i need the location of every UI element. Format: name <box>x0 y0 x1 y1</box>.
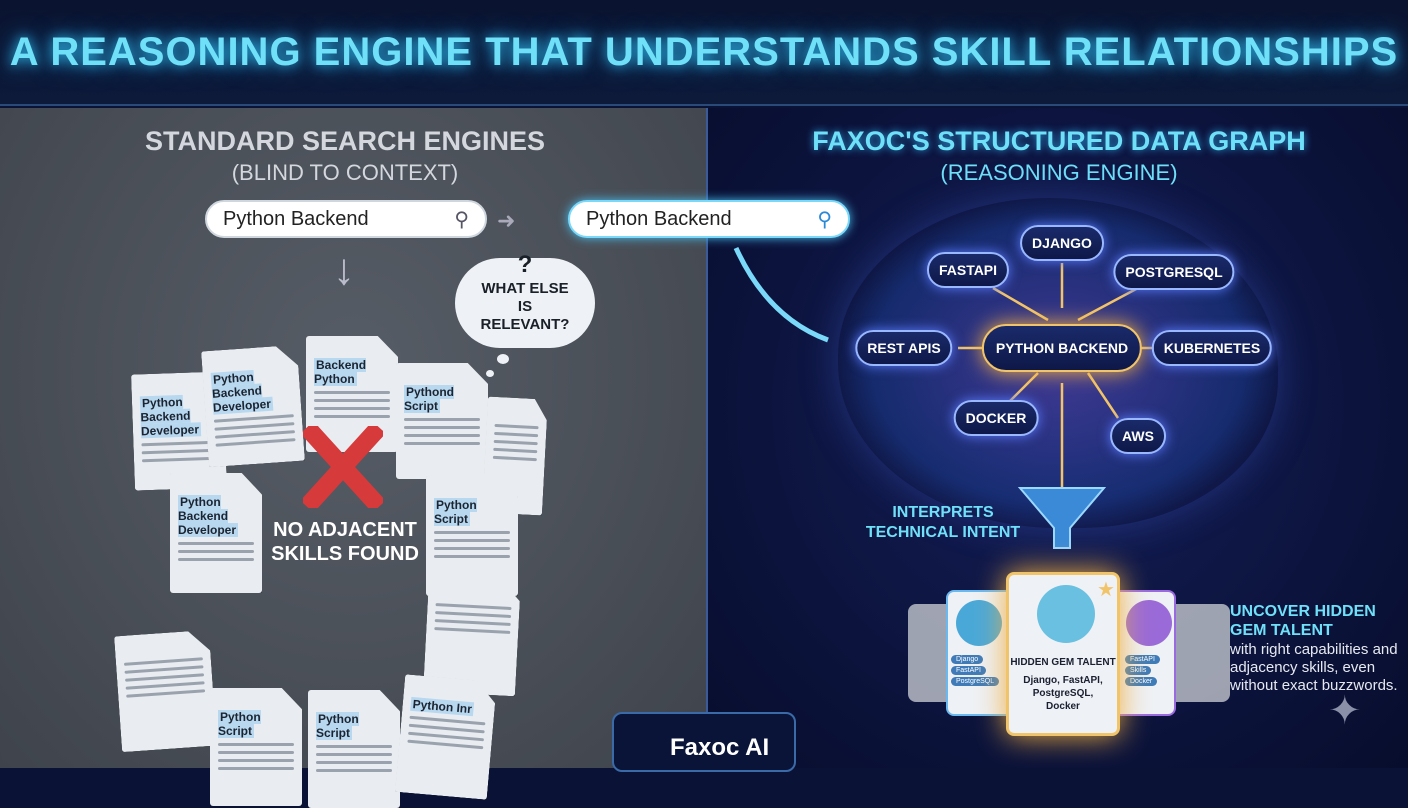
document: Python Script <box>426 476 518 596</box>
faxoc-search-input[interactable]: Python Backend ⚲ <box>568 200 850 238</box>
card-skills: Django, FastAPI, PostgreSQL, Docker <box>1023 675 1103 712</box>
candidate-card: Django FastAPI PostgreSQL <box>946 590 1016 716</box>
arrow-right-icon: ➜ <box>497 208 516 233</box>
title-banner: A REASONING ENGINE THAT UNDERSTANDS SKIL… <box>0 0 1408 106</box>
skill-pill: FastAPI <box>1125 655 1160 664</box>
star-icon: ★ <box>1097 579 1115 601</box>
standard-search-input[interactable]: Python Backend ⚲ <box>205 200 487 238</box>
skill-pill: Docker <box>1125 677 1158 686</box>
question-mark: ? <box>517 251 533 278</box>
avatar <box>1037 585 1095 643</box>
skill-pill: Django <box>951 655 984 664</box>
thought-text: WHAT ELSE IS RELEVANT? <box>480 280 570 333</box>
node-rest-apis[interactable]: REST APIS <box>855 330 953 366</box>
avatar <box>956 600 1002 646</box>
right-panel: FAXOC'S STRUCTURED DATA GRAPH (REASONING… <box>568 108 1408 768</box>
node-docker[interactable]: DOCKER <box>953 400 1039 436</box>
main-title: A REASONING ENGINE THAT UNDERSTANDS SKIL… <box>9 30 1399 74</box>
right-heading: FAXOC'S STRUCTURED DATA GRAPH <box>812 126 1306 156</box>
thought-dot <box>497 354 509 364</box>
arrow-down-icon: ↓ <box>333 245 355 294</box>
card-title: HIDDEN GEM TALENT <box>1010 657 1116 668</box>
thought-dot <box>486 370 494 377</box>
document: Python Script <box>308 690 400 808</box>
node-postgresql[interactable]: POSTGRESQL <box>1113 254 1235 290</box>
search-icon[interactable]: ⚲ <box>454 208 469 231</box>
sparkle-icon: ✦ <box>1328 689 1362 733</box>
right-subheading: (REASONING ENGINE) <box>940 160 1178 185</box>
document: Python Script <box>210 688 302 806</box>
document: Python Backend Developer <box>201 345 305 467</box>
search-value: Python Backend <box>586 207 732 230</box>
thought-bubble: ? WHAT ELSE IS RELEVANT? <box>455 251 595 348</box>
callout-title: UNCOVER HIDDEN GEM TALENT <box>1230 603 1376 639</box>
red-x-icon <box>303 426 383 508</box>
node-django[interactable]: DJANGO <box>1020 225 1104 261</box>
left-heading: STANDARD SEARCH ENGINES <box>144 126 546 156</box>
node-python-backend[interactable]: PYTHON BACKEND <box>981 324 1143 372</box>
skill-pill: Skills <box>1125 666 1152 675</box>
left-subheading: (BLIND TO CONTEXT) <box>231 160 459 185</box>
node-aws[interactable]: AWS <box>1110 418 1166 454</box>
avatar <box>1126 600 1172 646</box>
node-fastapi[interactable]: FASTAPI <box>926 252 1010 288</box>
no-results-label: NO ADJACENT SKILLS FOUND <box>271 519 419 565</box>
search-value: Python Backend <box>223 207 369 230</box>
document: Pythond Script <box>396 363 488 479</box>
document <box>114 630 217 752</box>
hidden-gem-card[interactable]: ★ HIDDEN GEM TALENT Django, FastAPI, Pos… <box>1006 572 1120 736</box>
document: Python Inr <box>395 674 497 800</box>
funnel-icon <box>1017 487 1107 549</box>
node-kubernetes[interactable]: KUBERNETES <box>1151 330 1273 366</box>
footer-brand: Faxoc AI <box>612 712 796 772</box>
document: Python Backend Developer <box>170 473 262 593</box>
skill-pill: FastAPI <box>951 666 986 675</box>
flow-arrow <box>733 246 829 343</box>
callout-body: with right capabilities and adjacency sk… <box>1230 641 1398 694</box>
search-icon[interactable]: ⚲ <box>817 208 832 231</box>
candidate-card <box>1168 604 1230 702</box>
funnel-label: INTERPRETS TECHNICAL INTENT <box>865 504 1021 541</box>
skill-pill: PostgreSQL <box>951 677 1000 686</box>
